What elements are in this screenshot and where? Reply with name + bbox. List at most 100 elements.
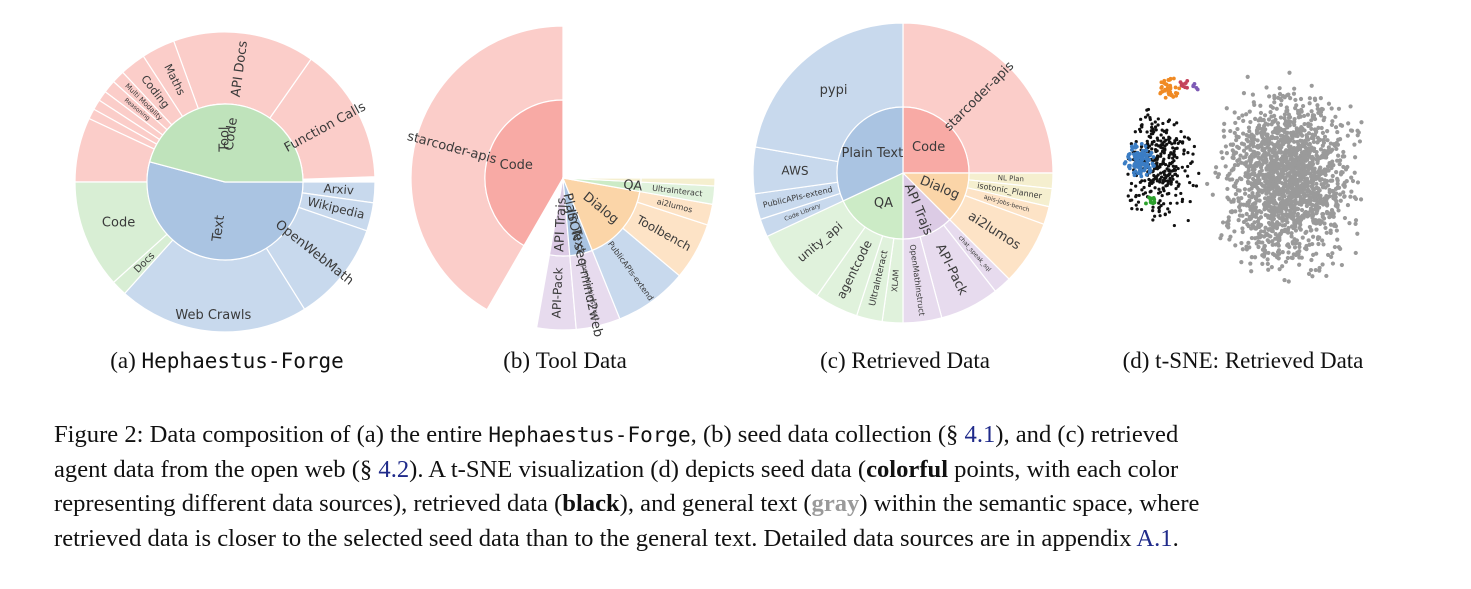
tsne-point-general bbox=[1338, 122, 1343, 128]
tsne-point-general bbox=[1292, 178, 1298, 183]
tsne-point-general bbox=[1293, 182, 1298, 187]
tsne-point-retrieved bbox=[1160, 146, 1165, 150]
tsne-point-general bbox=[1279, 189, 1285, 194]
tsne-point-general bbox=[1276, 256, 1281, 261]
tsne-point-retrieved bbox=[1171, 177, 1175, 181]
tsne-point-general bbox=[1220, 155, 1225, 161]
tsne-point-general bbox=[1355, 128, 1360, 133]
tsne-point-general bbox=[1271, 171, 1276, 176]
tsne-point-general bbox=[1286, 279, 1291, 284]
tsne-point-general bbox=[1326, 252, 1331, 258]
tsne-point-general bbox=[1297, 215, 1303, 221]
tsne-point-retrieved bbox=[1157, 201, 1161, 205]
tsne-point-general bbox=[1213, 165, 1219, 170]
tsne-point-seed bbox=[1168, 85, 1173, 90]
tsne-point-retrieved bbox=[1134, 184, 1138, 188]
tsne-point-general bbox=[1247, 217, 1252, 222]
tsne-point-general bbox=[1238, 202, 1243, 207]
tsne-point-general bbox=[1317, 156, 1322, 161]
tsne-point-general bbox=[1296, 171, 1301, 177]
tsne-point-retrieved bbox=[1194, 184, 1199, 188]
tsne-point-general bbox=[1210, 192, 1215, 197]
tsne-point-retrieved bbox=[1147, 144, 1152, 148]
tsne-point-general bbox=[1226, 215, 1231, 220]
tsne-point-general bbox=[1244, 145, 1249, 150]
tsne-point-general bbox=[1293, 97, 1298, 103]
segment-label-aws: AWS bbox=[781, 163, 808, 177]
tsne-point-general bbox=[1305, 214, 1310, 219]
segment-label-nl-plan: NL Plan bbox=[998, 174, 1025, 183]
tsne-point-general bbox=[1319, 125, 1324, 131]
tsne-point-general bbox=[1219, 150, 1224, 155]
tsne-point-retrieved bbox=[1158, 199, 1162, 203]
tsne-point-general bbox=[1310, 159, 1315, 164]
tsne-point-retrieved bbox=[1166, 181, 1170, 185]
tsne-point-general bbox=[1286, 92, 1291, 97]
tsne-point-general bbox=[1249, 171, 1254, 177]
tsne-point-general bbox=[1316, 241, 1321, 247]
tsne-point-general bbox=[1292, 245, 1298, 250]
tsne-point-general bbox=[1303, 209, 1308, 215]
tsne-point-general bbox=[1352, 195, 1357, 200]
tsne-point-retrieved bbox=[1152, 139, 1156, 144]
tsne-point-general bbox=[1260, 139, 1265, 144]
tsne-point-general bbox=[1241, 155, 1246, 160]
tsne-point-general bbox=[1325, 164, 1331, 169]
ref-section-4-2[interactable]: 4.2 bbox=[378, 455, 410, 483]
tsne-point-general bbox=[1235, 126, 1240, 132]
segment-label-tool: Tool bbox=[218, 126, 233, 152]
tsne-point-general bbox=[1223, 164, 1228, 169]
tsne-point-retrieved bbox=[1164, 138, 1168, 142]
tsne-point-retrieved bbox=[1170, 174, 1174, 178]
tsne-point-general bbox=[1252, 173, 1258, 178]
tsne-point-general bbox=[1317, 205, 1322, 210]
tsne-point-general bbox=[1322, 221, 1327, 226]
tsne-point-seed bbox=[1151, 196, 1156, 200]
tsne-point-retrieved bbox=[1159, 139, 1163, 143]
tsne-point-general bbox=[1250, 92, 1256, 97]
ref-appendix-a1[interactable]: A.1 bbox=[1136, 524, 1173, 552]
tsne-point-general bbox=[1256, 172, 1261, 177]
tsne-point-general bbox=[1355, 231, 1360, 236]
tsne-point-general bbox=[1258, 116, 1263, 121]
tsne-point-retrieved bbox=[1149, 179, 1153, 183]
tsne-point-general bbox=[1270, 251, 1276, 256]
tsne-point-general bbox=[1280, 197, 1285, 203]
tsne-point-general bbox=[1252, 255, 1258, 260]
tsne-point-general bbox=[1205, 181, 1210, 187]
tsne-point-retrieved bbox=[1140, 125, 1144, 129]
tsne-point-general bbox=[1291, 169, 1296, 174]
tsne-point-seed bbox=[1163, 95, 1168, 100]
tsne-point-general bbox=[1278, 173, 1284, 178]
tsne-point-general bbox=[1292, 122, 1297, 128]
tsne-point-retrieved bbox=[1150, 147, 1154, 151]
tsne-point-general bbox=[1327, 215, 1332, 220]
tsne-point-general bbox=[1312, 196, 1318, 202]
tsne-point-general bbox=[1248, 119, 1253, 125]
tsne-point-general bbox=[1224, 223, 1230, 228]
tsne-point-general bbox=[1256, 189, 1262, 194]
tsne-point-retrieved bbox=[1150, 125, 1154, 129]
tsne-point-general bbox=[1314, 210, 1319, 215]
tsne-point-general bbox=[1225, 173, 1230, 178]
tsne-point-general bbox=[1255, 125, 1260, 130]
tsne-point-general bbox=[1333, 125, 1339, 130]
tsne-point-retrieved bbox=[1145, 130, 1149, 134]
tsne-point-retrieved bbox=[1186, 218, 1190, 223]
tsne-point-general bbox=[1249, 195, 1254, 200]
tsne-point-retrieved bbox=[1188, 180, 1192, 185]
tsne-point-general bbox=[1328, 222, 1334, 227]
tsne-point-general bbox=[1267, 204, 1272, 209]
tsne-point-general bbox=[1236, 115, 1241, 121]
tsne-point-general bbox=[1249, 235, 1254, 241]
ref-section-4-1[interactable]: 4.1 bbox=[964, 421, 996, 448]
tsne-point-general bbox=[1309, 109, 1314, 114]
tsne-point-general bbox=[1293, 158, 1298, 163]
tsne-point-general bbox=[1301, 149, 1306, 154]
tsne-point-general bbox=[1275, 170, 1280, 175]
tsne-point-general bbox=[1294, 186, 1299, 191]
tsne-scatter bbox=[1122, 70, 1364, 284]
tsne-point-general bbox=[1295, 139, 1300, 145]
tsne-point-general bbox=[1317, 268, 1322, 273]
